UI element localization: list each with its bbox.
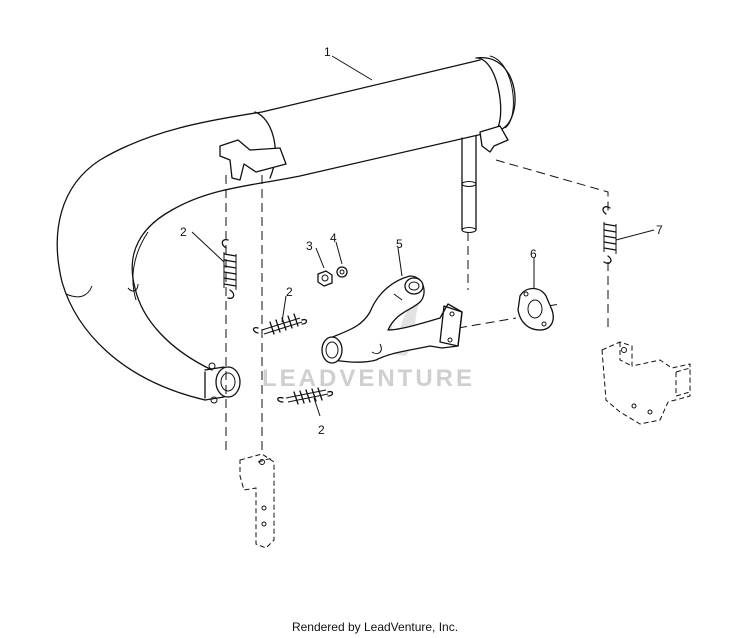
callout-labels: 1 2 2 2 3 4 5 6 7 xyxy=(180,45,663,437)
callout-1: 1 xyxy=(324,45,331,59)
footer-credit: Rendered by LeadVenture, Inc. xyxy=(291,620,459,634)
callout-7: 7 xyxy=(656,223,663,237)
frame-bracket-right xyxy=(601,341,691,425)
callout-4: 4 xyxy=(330,231,337,245)
frame-bracket-left xyxy=(239,453,275,549)
spring-middle xyxy=(252,313,308,335)
spring-right xyxy=(602,206,617,264)
muffler xyxy=(56,55,516,404)
callout-2-lower: 2 xyxy=(318,423,325,437)
spring-lower xyxy=(277,387,334,405)
callout-5: 5 xyxy=(396,237,403,251)
callout-2-upper: 2 xyxy=(180,225,187,239)
washer xyxy=(336,266,348,278)
callout-leaders xyxy=(191,55,655,417)
nut xyxy=(317,270,333,287)
muffler-left-bracket xyxy=(219,139,287,181)
gasket xyxy=(517,287,554,331)
callout-3: 3 xyxy=(306,239,313,253)
muffler-outlet-collar xyxy=(215,366,241,398)
muffler-right-bracket xyxy=(479,125,509,153)
callout-2-middle: 2 xyxy=(286,285,293,299)
watermark-text: LEADVENTURE xyxy=(262,365,475,392)
callout-6: 6 xyxy=(530,247,537,261)
spring-upper xyxy=(221,238,237,300)
exhaust-y-pipe xyxy=(321,275,463,364)
